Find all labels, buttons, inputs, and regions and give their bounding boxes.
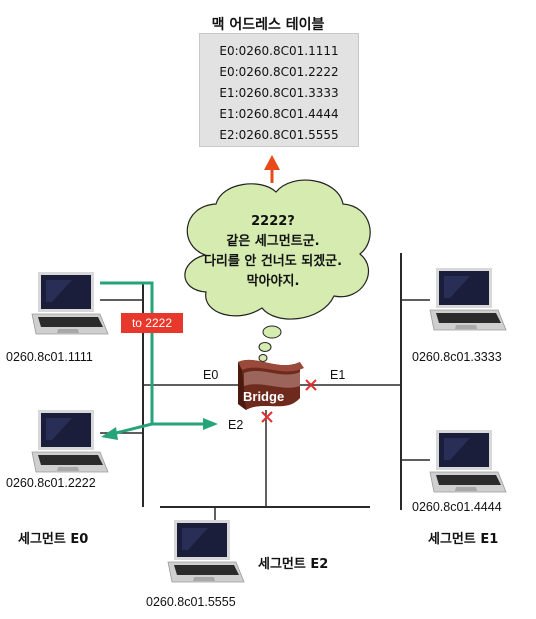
- bridge-label: Bridge: [243, 389, 285, 404]
- blocked-x-icon: [261, 411, 273, 423]
- bubble-line: 2222?: [251, 214, 295, 229]
- mac-table-row: E0:0260.8C01.1111: [219, 44, 339, 58]
- mac-address-table: E0:0260.8C01.1111 E0:0260.8C01.2222 E1:0…: [199, 33, 359, 147]
- bubble-line: 막아야지.: [246, 274, 300, 289]
- laptop-icon: [167, 519, 245, 583]
- mac-table-row: E1:0260.8C01.4444: [219, 107, 339, 121]
- segment-label-e1: 세그먼트 E1: [428, 532, 499, 547]
- mac-table-title: 맥 어드레스 테이블: [211, 17, 325, 33]
- frame-destination-tag: to 2222: [121, 313, 183, 333]
- host-mac-label: 0260.8c01.3333: [412, 350, 502, 364]
- bridge-device: [238, 359, 304, 410]
- mac-table-row: E0:0260.8C01.2222: [219, 65, 339, 79]
- bubble-line: 같은 세그먼트군.: [226, 234, 320, 249]
- port-label-e0: E0: [203, 368, 219, 382]
- laptop-icon: [31, 409, 109, 473]
- laptop-icon: [429, 429, 507, 493]
- host-mac-label: 0260.8c01.5555: [146, 595, 236, 609]
- frame-path-arrows: [100, 281, 218, 440]
- laptop-icon: [429, 267, 507, 331]
- mac-lookup-arrow: [264, 155, 280, 183]
- segment-label-e0: 세그먼트 E0: [18, 532, 89, 547]
- bubble-text: 2222? 같은 세그먼트군. 다리를 안 건너도 되겠군. 막아야지.: [183, 212, 363, 292]
- thought-bubble: [184, 179, 371, 362]
- port-label-e2: E2: [228, 418, 244, 432]
- host-mac-label: 0260.8c01.1111: [6, 350, 93, 364]
- blocked-x-icon: [305, 379, 317, 391]
- host-mac-label: 0260.8c01.4444: [412, 500, 502, 514]
- segment-label-e2: 세그먼트 E2: [258, 557, 329, 572]
- mac-table-row: E2:0260.8C01.5555: [219, 128, 339, 142]
- mac-table-row: E1:0260.8C01.3333: [219, 86, 339, 100]
- laptop-icon: [31, 271, 109, 335]
- bubble-line: 다리를 안 건너도 되겠군.: [203, 254, 343, 269]
- host-mac-label: 0260.8c01.2222: [6, 476, 96, 490]
- port-label-e1: E1: [330, 368, 346, 382]
